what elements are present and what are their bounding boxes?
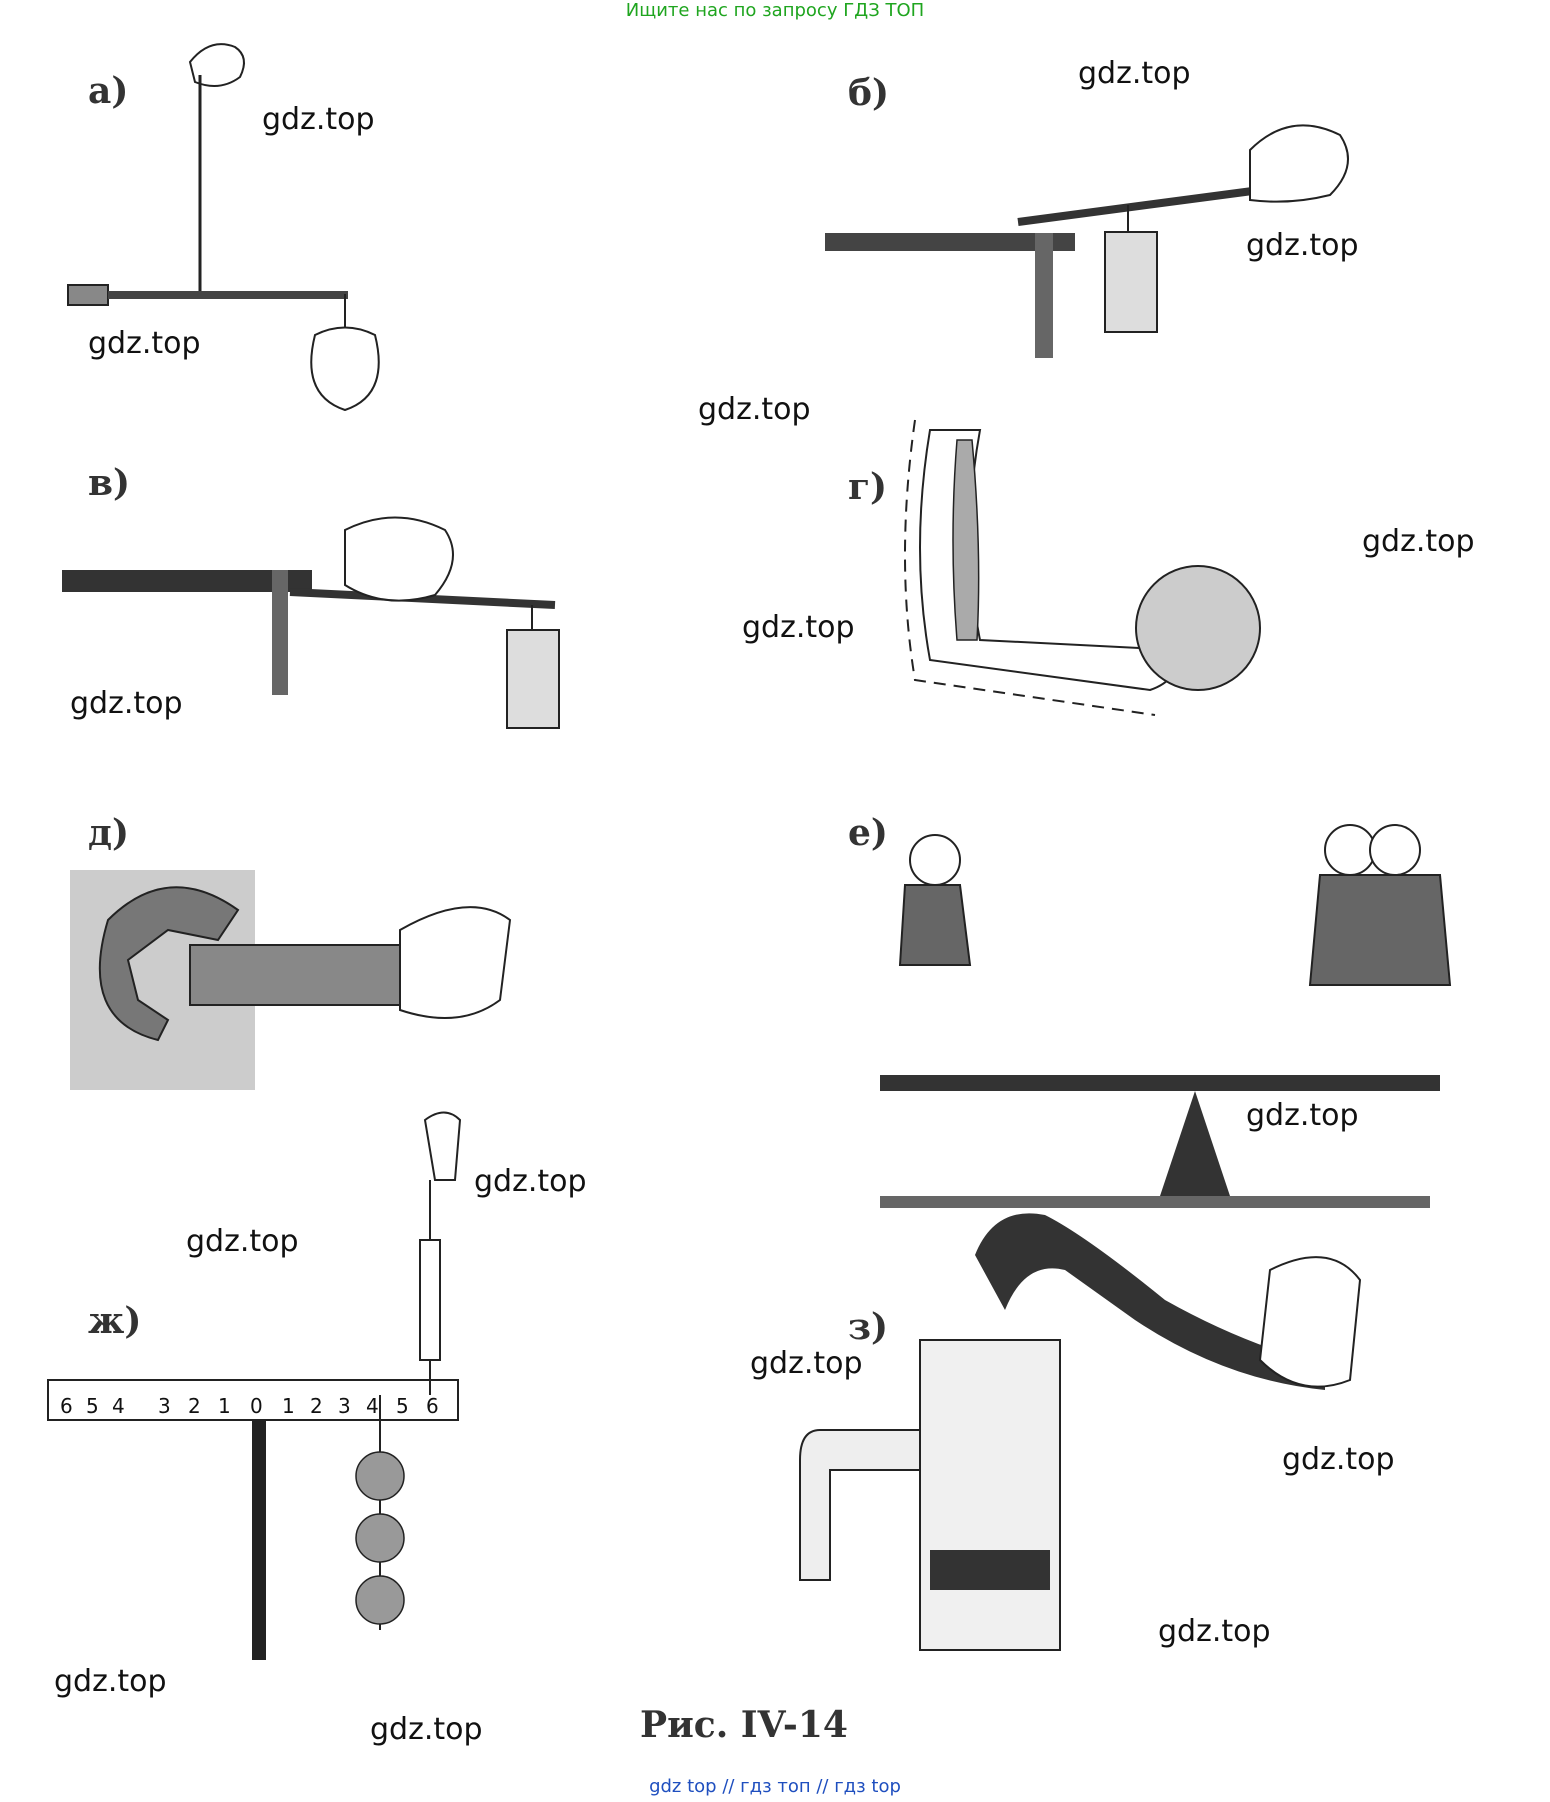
watermark: gdz.top bbox=[1246, 1098, 1359, 1133]
watermark: gdz.top bbox=[70, 686, 183, 721]
child-icon bbox=[909, 834, 961, 886]
scale-number: 1 bbox=[218, 1394, 231, 1418]
scale-number: 6 bbox=[60, 1394, 73, 1418]
pump-z-figure bbox=[799, 1213, 1362, 1651]
scale-number: 3 bbox=[338, 1394, 351, 1418]
watermark: gdz.top bbox=[186, 1224, 299, 1259]
scale-number: 4 bbox=[112, 1394, 125, 1418]
bag-icon bbox=[310, 326, 380, 412]
label-d: д) bbox=[88, 812, 130, 854]
watermark: gdz.top bbox=[370, 1712, 483, 1747]
scale-number: 3 bbox=[158, 1394, 171, 1418]
watermark: gdz.top bbox=[262, 102, 375, 137]
scale-number: 1 bbox=[282, 1394, 295, 1418]
label-z: з) bbox=[848, 1306, 889, 1348]
lever-v-figure bbox=[62, 516, 560, 729]
watermark: gdz.top bbox=[1362, 524, 1475, 559]
label-g: г) bbox=[848, 466, 888, 508]
scale-number: 0 bbox=[250, 1394, 263, 1418]
scale-number: 5 bbox=[86, 1394, 99, 1418]
scale-number: 2 bbox=[188, 1394, 201, 1418]
child-icon bbox=[1324, 824, 1376, 876]
hand-icon bbox=[344, 516, 454, 602]
weight-ball-icon bbox=[355, 1513, 405, 1563]
label-b: б) bbox=[848, 72, 890, 114]
hand-icon bbox=[188, 43, 245, 87]
label-zh: ж) bbox=[88, 1300, 142, 1342]
scale-zh-figure bbox=[47, 1111, 462, 1660]
hand-icon bbox=[399, 906, 512, 1019]
label-v: в) bbox=[88, 462, 131, 504]
weight-icon bbox=[1104, 231, 1158, 333]
hand-icon bbox=[1258, 1256, 1362, 1388]
watermark: gdz.top bbox=[742, 610, 855, 645]
weight-ball-icon bbox=[355, 1575, 405, 1625]
weight-icon bbox=[506, 629, 560, 729]
watermark: gdz.top bbox=[1158, 1614, 1271, 1649]
watermark: gdz.top bbox=[88, 326, 201, 361]
child-icon bbox=[1369, 824, 1421, 876]
watermark: gdz.top bbox=[1246, 228, 1359, 263]
lever-a-figure bbox=[67, 43, 380, 412]
hand-icon bbox=[1249, 124, 1349, 203]
label-a: а) bbox=[88, 70, 129, 112]
weight-ball-icon bbox=[355, 1451, 405, 1501]
arm-g-figure bbox=[904, 419, 1261, 716]
dynamometer-icon bbox=[419, 1239, 441, 1361]
scale-number: 6 bbox=[426, 1394, 439, 1418]
watermark: gdz.top bbox=[1282, 1442, 1395, 1477]
watermark: gdz.top bbox=[750, 1346, 863, 1381]
seesaw-e-figure bbox=[880, 824, 1452, 1208]
watermark: gdz.top bbox=[54, 1664, 167, 1699]
ball-icon bbox=[1135, 565, 1261, 691]
scale-number: 4 bbox=[366, 1394, 379, 1418]
scale-number: 5 bbox=[396, 1394, 409, 1418]
lever-b-figure bbox=[825, 124, 1349, 358]
search-banner[interactable]: Ищите нас по запросу ГДЗ ТОП bbox=[625, 0, 925, 21]
watermark: gdz.top bbox=[698, 392, 811, 427]
wrench-d-figure bbox=[70, 870, 512, 1090]
label-e: е) bbox=[848, 812, 888, 854]
scale-number: 2 bbox=[310, 1394, 323, 1418]
footer-links[interactable]: gdz top // гдз топ // гдз top bbox=[649, 1776, 901, 1797]
figure-caption: Рис. IV-14 bbox=[640, 1704, 848, 1746]
hand-icon bbox=[423, 1111, 462, 1181]
watermark: gdz.top bbox=[1078, 56, 1191, 91]
watermark: gdz.top bbox=[474, 1164, 587, 1199]
